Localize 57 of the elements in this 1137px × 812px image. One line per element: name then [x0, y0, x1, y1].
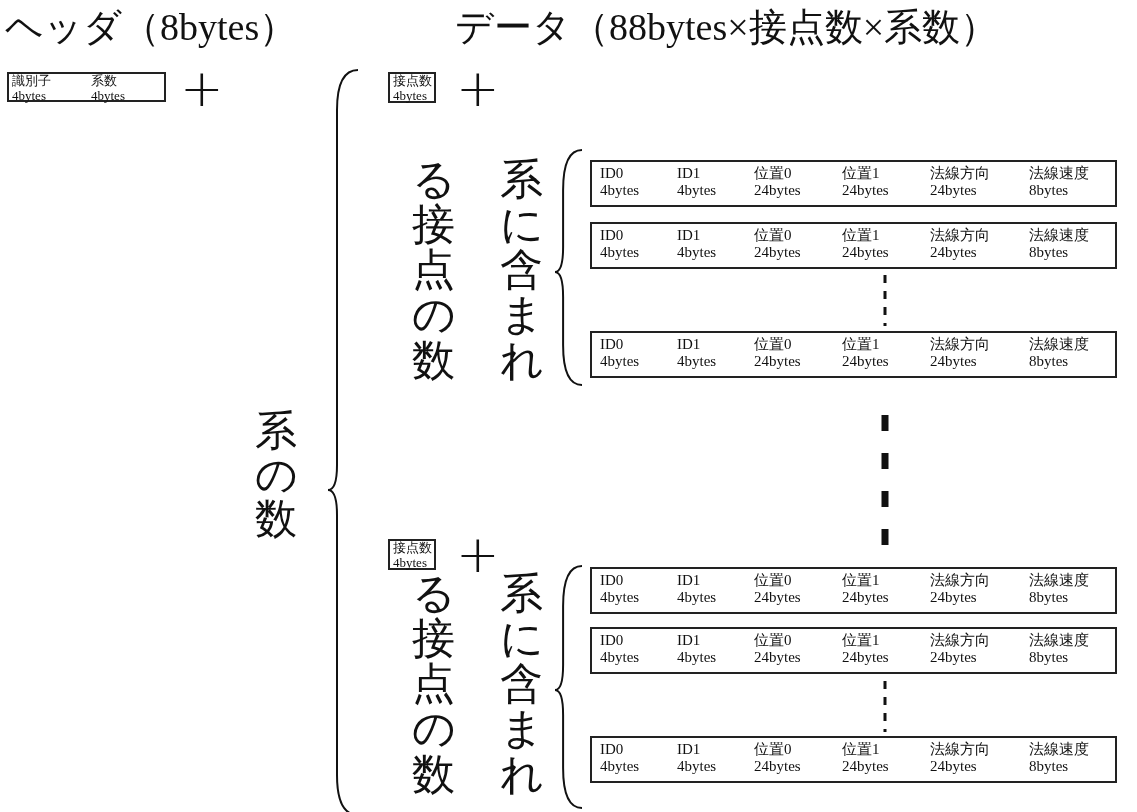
- record-box: [590, 567, 1117, 614]
- field-label: 位置1 24bytes: [842, 572, 889, 607]
- record-box: [590, 222, 1117, 269]
- record-box: [590, 736, 1117, 783]
- field-label: 法線速度 8bytes: [1029, 741, 1089, 776]
- field-label: 位置1 24bytes: [842, 165, 889, 200]
- field-label: ID0 4bytes: [600, 572, 640, 607]
- brace-label: る接点の数: [412, 572, 457, 798]
- field-label: 位置1 24bytes: [842, 336, 889, 371]
- field-label: ID0 4bytes: [600, 165, 640, 200]
- field-label: 位置0 24bytes: [754, 165, 801, 200]
- field-label: 位置1 24bytes: [842, 741, 889, 776]
- field-label: 法線方向 24bytes: [930, 632, 990, 667]
- field-label: 系数 4bytes: [91, 74, 125, 104]
- brace-label: 系に含まれ: [500, 158, 545, 384]
- field-label: 接点数 4bytes: [393, 74, 432, 104]
- field-label: ID1 4bytes: [677, 165, 717, 200]
- field-label: 位置1 24bytes: [842, 632, 889, 667]
- field-label: 法線方向 24bytes: [930, 227, 990, 262]
- brace-label: 系に含まれ: [500, 572, 545, 798]
- field-label: 位置0 24bytes: [754, 741, 801, 776]
- record-box: [590, 160, 1117, 207]
- plus-sign: +: [180, 62, 224, 114]
- field-label: 法線速度 8bytes: [1029, 227, 1089, 262]
- heading: データ（88bytes×接点数×系数）: [455, 5, 999, 50]
- field-label: 位置1 24bytes: [842, 227, 889, 262]
- field-label: ID0 4bytes: [600, 632, 640, 667]
- field-label: 接点数 4bytes: [393, 541, 432, 571]
- field-label: 法線速度 8bytes: [1029, 572, 1089, 607]
- field-label: ID1 4bytes: [677, 336, 717, 371]
- record-box: [590, 627, 1117, 674]
- field-label: ID0 4bytes: [600, 336, 640, 371]
- field-label: ID1 4bytes: [677, 572, 717, 607]
- field-label: ID1 4bytes: [677, 632, 717, 667]
- field-label: 法線方向 24bytes: [930, 165, 990, 200]
- field-label: 法線方向 24bytes: [930, 741, 990, 776]
- header-box: [7, 72, 166, 102]
- field-label: ID0 4bytes: [600, 741, 640, 776]
- field-label: 法線速度 8bytes: [1029, 336, 1089, 371]
- brace-label: 系の数: [255, 410, 299, 543]
- brace-label: る接点の数: [412, 158, 457, 384]
- field-label: ID1 4bytes: [677, 227, 717, 262]
- field-label: 位置0 24bytes: [754, 336, 801, 371]
- plus-sign: +: [456, 528, 500, 580]
- field-label: 法線方向 24bytes: [930, 336, 990, 371]
- field-label: 位置0 24bytes: [754, 572, 801, 607]
- field-label: ID0 4bytes: [600, 227, 640, 262]
- field-label: ID1 4bytes: [677, 741, 717, 776]
- field-label: 位置0 24bytes: [754, 632, 801, 667]
- field-label: 法線速度 8bytes: [1029, 632, 1089, 667]
- field-label: 法線方向 24bytes: [930, 572, 990, 607]
- field-label: 位置0 24bytes: [754, 227, 801, 262]
- field-label: 識別子 4bytes: [12, 74, 51, 104]
- field-label: 法線速度 8bytes: [1029, 165, 1089, 200]
- plus-sign: +: [456, 62, 500, 114]
- heading: ヘッダ（8bytes）: [5, 5, 298, 50]
- record-box: [590, 331, 1117, 378]
